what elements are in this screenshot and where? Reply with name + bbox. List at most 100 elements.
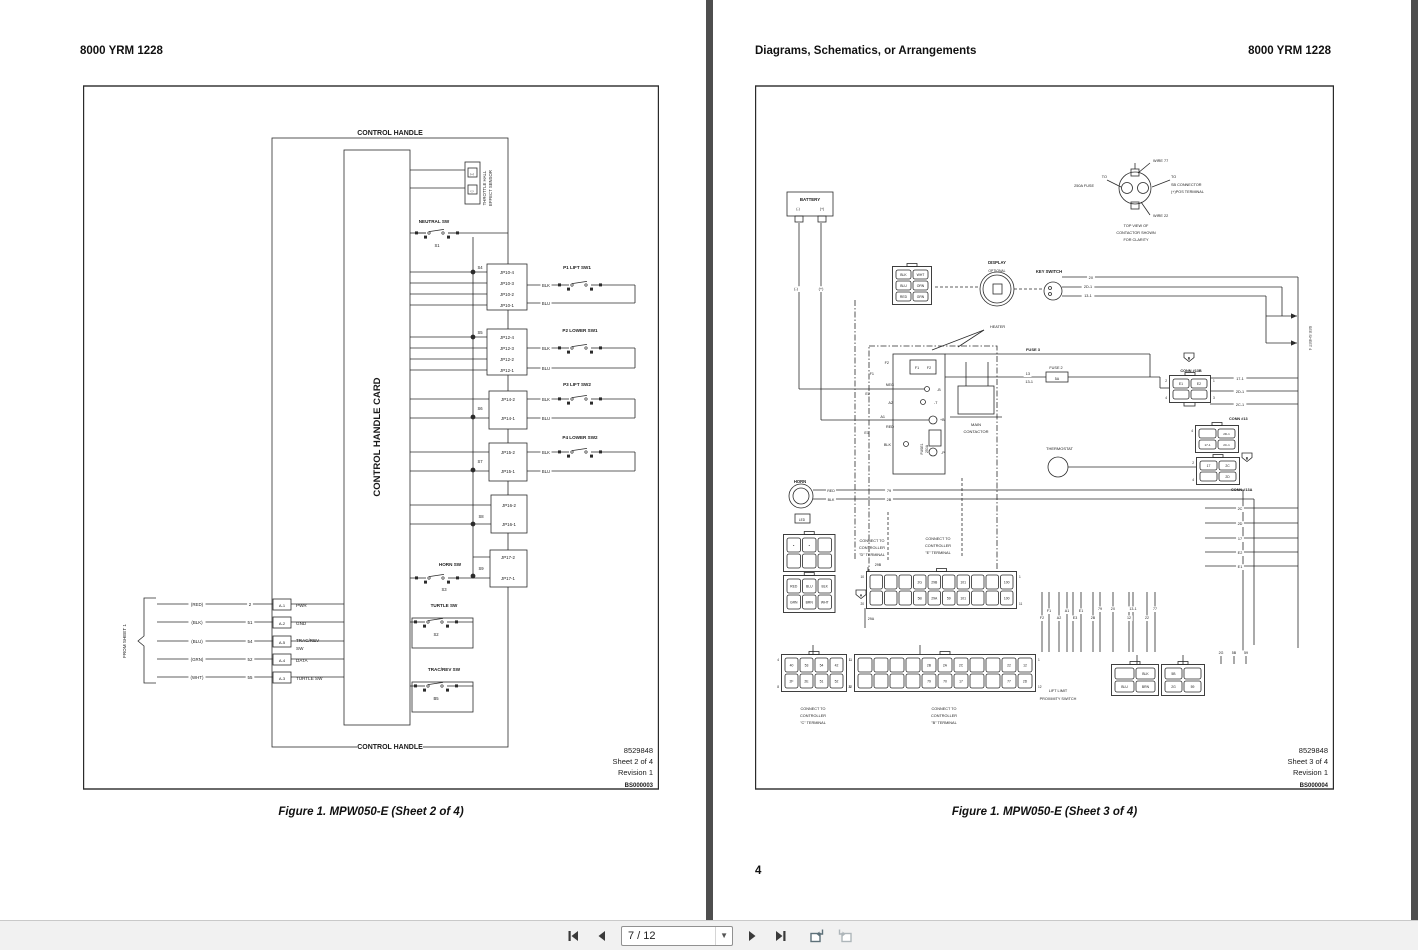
diagram-label: 51: [248, 620, 253, 625]
label-bg: [1063, 608, 1071, 614]
diagram-label: 22: [1007, 663, 1011, 667]
diagram-label: CONNECT TO: [860, 539, 885, 543]
diagram-label: 8529848: [1299, 746, 1328, 755]
diagram-label: (+): [819, 287, 824, 291]
connector-tab: [1184, 372, 1196, 376]
node: [928, 415, 938, 425]
label-bg: [357, 128, 423, 137]
node: [792, 487, 810, 505]
label-bg: [188, 656, 206, 663]
diagram-label: F2: [885, 361, 889, 365]
box: [272, 653, 292, 666]
diagram-label: Sheet 3 of 4: [1288, 757, 1328, 766]
connector-cell: [1217, 439, 1236, 450]
diagram-label: CONNECT TO: [932, 707, 957, 711]
switch-contact: [424, 235, 427, 239]
switch-contact: [558, 450, 561, 454]
diagram-label: BLU: [542, 469, 550, 474]
connector-tab: [803, 572, 815, 576]
diagram-label: OPTIONAL: [988, 269, 1005, 273]
switch-contact: [446, 624, 449, 628]
connector-tab: [906, 263, 918, 267]
wire: [957, 329, 985, 348]
diagram-label: -B: [937, 388, 941, 392]
wire: [1137, 162, 1151, 174]
connector-cell: [817, 537, 832, 553]
connector-cell: [784, 673, 799, 689]
connector-cell: [799, 657, 814, 673]
connector-cell: [784, 657, 799, 673]
connector-cell: [905, 657, 921, 673]
diagram-label: 2A: [943, 663, 948, 667]
label-bg: [188, 638, 206, 645]
diagram-label: 3: [1213, 396, 1215, 400]
connector-cell: [786, 594, 801, 610]
connector-cell: [802, 594, 817, 610]
diagram-label: •: [793, 543, 795, 547]
diagram-label: F2: [1040, 616, 1044, 620]
diagram-label: WHT: [821, 600, 829, 604]
switch-pivot: [426, 684, 430, 688]
diagram-label: PWR: [296, 603, 307, 608]
previous-view-button[interactable]: [806, 926, 826, 946]
diagram-label: A: [860, 594, 863, 598]
diagram-label: 2: [1165, 379, 1167, 383]
connector-cell: [873, 673, 889, 689]
switch-contact: [590, 287, 593, 291]
switch-pivot: [570, 397, 574, 401]
switch-lever: [571, 344, 588, 347]
box: [411, 681, 474, 713]
box: [464, 161, 481, 205]
previous-page-button[interactable]: [592, 926, 612, 946]
next-page-button[interactable]: [742, 926, 762, 946]
label-bg: [540, 282, 552, 289]
label-bg: [1233, 389, 1247, 395]
connector-cell: [905, 673, 921, 689]
switch-contact: [567, 287, 570, 291]
diagram-label: BS000003: [625, 783, 654, 789]
diagram-label: CONTACTOR: [964, 429, 989, 434]
diagram-label: GND: [296, 621, 307, 626]
box: [957, 385, 995, 415]
next-view-button[interactable]: [835, 926, 855, 946]
diagram-label: S4: [477, 265, 483, 270]
diagram-label: CONTACTOR SHOWN: [1116, 231, 1156, 235]
diagram-label: BLU: [542, 416, 550, 421]
last-page-button[interactable]: [771, 926, 791, 946]
diagram-label: CONTROL HANDLE CARD: [372, 377, 383, 496]
connector-cell: [912, 269, 929, 280]
box: [817, 215, 827, 223]
diagram-label: BLU: [542, 366, 550, 371]
connector-cell: [1135, 680, 1156, 693]
label-bg: [1236, 521, 1244, 527]
diagram-label: 5B: [1171, 672, 1176, 676]
label-bg: [1047, 365, 1065, 371]
diagram-label: JP10-1: [500, 303, 514, 308]
connector-tab: [1211, 422, 1223, 426]
connector-cell: [895, 280, 912, 291]
switch-lever: [427, 682, 444, 685]
diagram-label: 54: [248, 639, 253, 644]
node: [1048, 292, 1052, 296]
connector-cell: [927, 574, 941, 590]
diagram-label: JP10-3: [500, 281, 514, 286]
pdf-viewer-toolbar: 7 / 12 ▼: [0, 920, 1418, 950]
first-page-button[interactable]: [563, 926, 583, 946]
diagram-label: 12: [1127, 616, 1131, 620]
diagram-label: CONTROLLER: [931, 714, 957, 718]
diagram-label: BS000004: [1300, 783, 1329, 789]
diagram-label: A-4: [279, 658, 286, 663]
label-bg: [1045, 608, 1053, 614]
switch-pivot: [584, 346, 588, 350]
diagram-label: CONN #13B: [1180, 369, 1202, 373]
connector-cell: [971, 590, 985, 606]
connector-cell: [1172, 378, 1190, 389]
page-number-combobox[interactable]: 7 / 12 ▼: [621, 925, 733, 946]
diagram-label: SW: [296, 646, 304, 651]
diagram-label: 101: [960, 596, 966, 600]
label-bg: [1236, 506, 1244, 512]
label-bg: [245, 674, 255, 681]
page4-header-left: Diagrams, Schematics, or Arrangements: [755, 45, 977, 57]
